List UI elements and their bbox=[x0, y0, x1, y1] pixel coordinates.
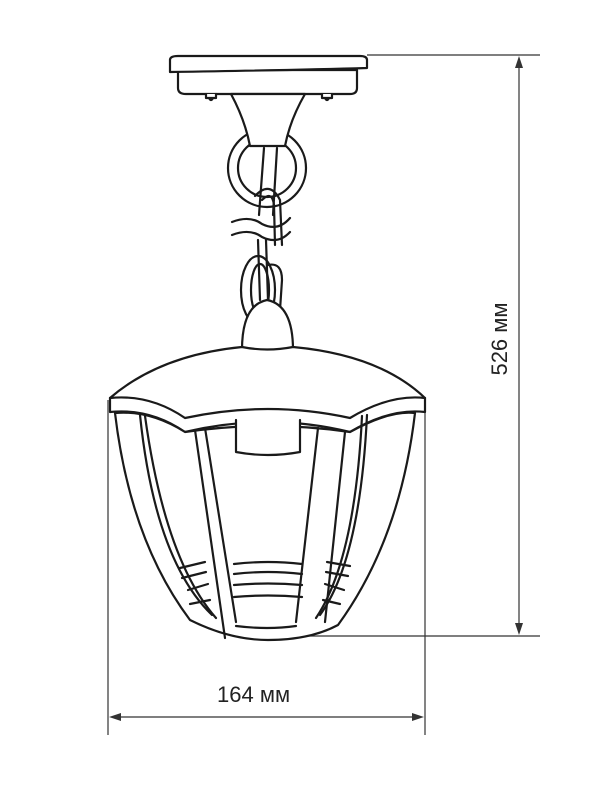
break-line-top bbox=[230, 216, 292, 229]
arrow-up-icon bbox=[515, 56, 523, 68]
width-dimension-label: 164 мм bbox=[217, 682, 291, 707]
break-line-bottom bbox=[230, 230, 292, 242]
bolt-left-icon bbox=[204, 92, 218, 102]
hook-cap bbox=[240, 298, 295, 352]
lantern-body bbox=[113, 411, 417, 642]
lantern-roof bbox=[108, 345, 427, 434]
ceiling-canopy bbox=[168, 54, 369, 102]
dimension-lines bbox=[107, 54, 540, 735]
canopy-neck bbox=[229, 92, 307, 148]
arrow-right-icon bbox=[412, 713, 424, 721]
height-dimension-label: 526 мм bbox=[487, 302, 512, 376]
chain bbox=[226, 92, 308, 352]
arrow-down-icon bbox=[515, 623, 523, 635]
bolt-right-icon bbox=[320, 92, 334, 102]
arrow-left-icon bbox=[109, 713, 121, 721]
